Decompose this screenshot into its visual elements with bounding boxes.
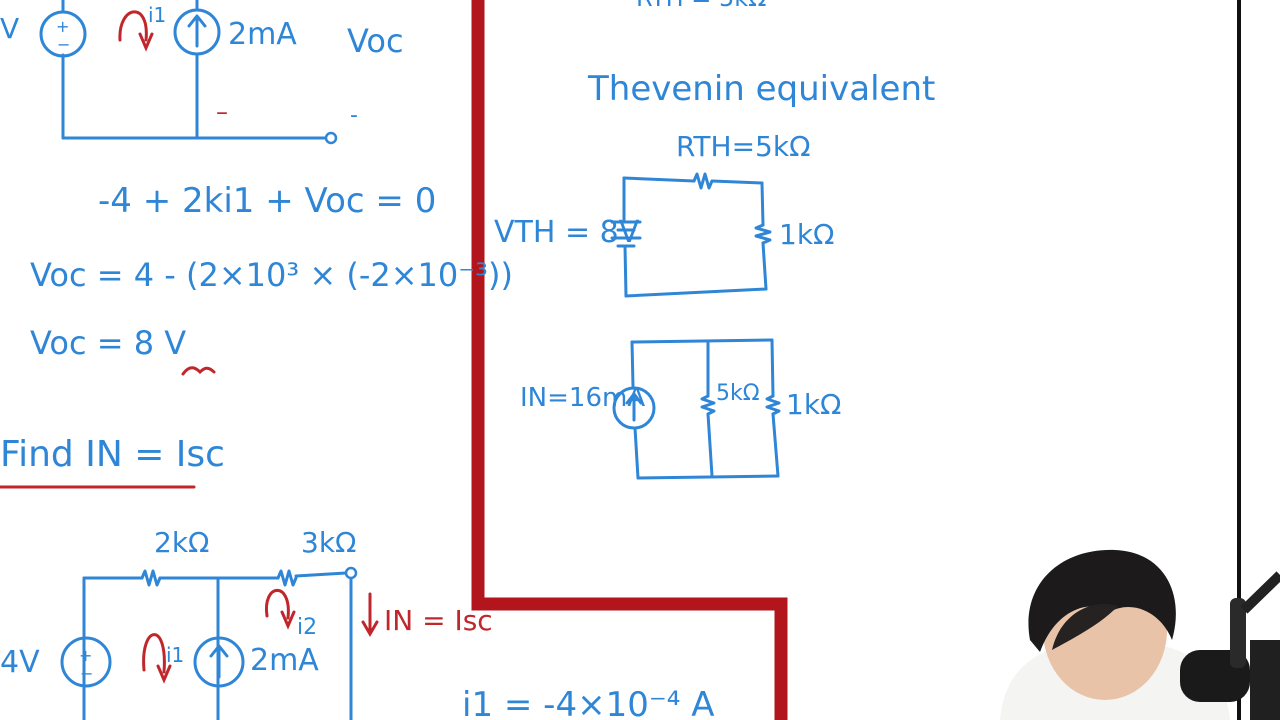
i1-equation: i1 = -4×10⁻⁴ A — [462, 685, 714, 720]
rth-label: RTH=5kΩ — [676, 130, 810, 163]
presenter-avatar — [1000, 549, 1230, 720]
thevenin-load-label: 1kΩ — [779, 218, 834, 251]
norton-circuit: IN=16mA 5kΩ 1kΩ — [520, 338, 841, 480]
section-divider — [471, 0, 788, 720]
thevenin-heading: Thevenin equivalent — [587, 69, 935, 109]
svg-text:−: − — [80, 664, 93, 683]
resistor-2k-icon — [140, 569, 162, 587]
checkmark-squiggle — [181, 366, 216, 376]
minus-marker: - — [350, 103, 358, 128]
loop-arrow-i2 — [264, 589, 290, 620]
current-source-value-top: 2mA — [228, 17, 297, 52]
current-source-2ma-icon — [193, 636, 245, 688]
voc-label: Voc — [347, 22, 404, 60]
loop-current-arrow — [118, 10, 148, 42]
vth-label: VTH = 8V — [494, 215, 640, 250]
isc-label: IN = Isc — [384, 604, 493, 637]
microphone-icon — [1180, 571, 1280, 720]
i1-label-bottom: i1 — [166, 643, 184, 667]
rth-resistor-icon — [692, 172, 714, 190]
source-2ma-label: 2mA — [250, 643, 319, 678]
r2-label: 3kΩ — [301, 526, 356, 559]
norton-r-parallel-label: 5kΩ — [716, 381, 760, 406]
left-source-label: V — [0, 12, 19, 45]
voc-result: Voc = 8 V — [30, 324, 186, 362]
svg-text:−: − — [57, 35, 70, 54]
norton-rparallel-icon — [700, 394, 716, 416]
thevenin-circuit: RTH=5kΩ VTH = 8V 1kΩ — [494, 130, 834, 298]
voc-expression: Voc = 4 - (2×10³ × (-2×10⁻³)) — [30, 256, 513, 294]
find-heading: Find IN = Isc — [0, 434, 225, 475]
kvl-equation: -4 + 2ki1 + Voc = 0 — [98, 181, 436, 221]
norton-load-label: 1kΩ — [786, 388, 841, 421]
norton-load-icon — [765, 394, 781, 416]
r1-label: 2kΩ — [154, 526, 209, 559]
resistor-3k-icon — [276, 569, 298, 587]
svg-text:+: + — [79, 646, 92, 665]
bottom-circuit: + − 2kΩ 3kΩ 4V i1 i2 2mA IN = Isc — [0, 526, 493, 720]
minus-marker-red: – — [216, 98, 228, 126]
svg-text:+: + — [56, 17, 69, 36]
voltage-source-icon — [39, 10, 87, 58]
in-label: IN=16mA — [520, 383, 645, 413]
i2-label: i2 — [297, 615, 317, 640]
top-circuit: + − V i1 2mA Voc – - — [0, 0, 404, 145]
source-4v-label: 4V — [0, 645, 40, 680]
loop-arrow-i1 — [142, 633, 166, 674]
voltage-source-4v-icon — [60, 636, 112, 688]
i1-label-top: i1 — [148, 3, 166, 27]
current-source-icon — [173, 8, 221, 56]
rth-partial-top: RTH = 5kΩ — [636, 0, 767, 12]
load-resistor-icon — [754, 223, 772, 245]
